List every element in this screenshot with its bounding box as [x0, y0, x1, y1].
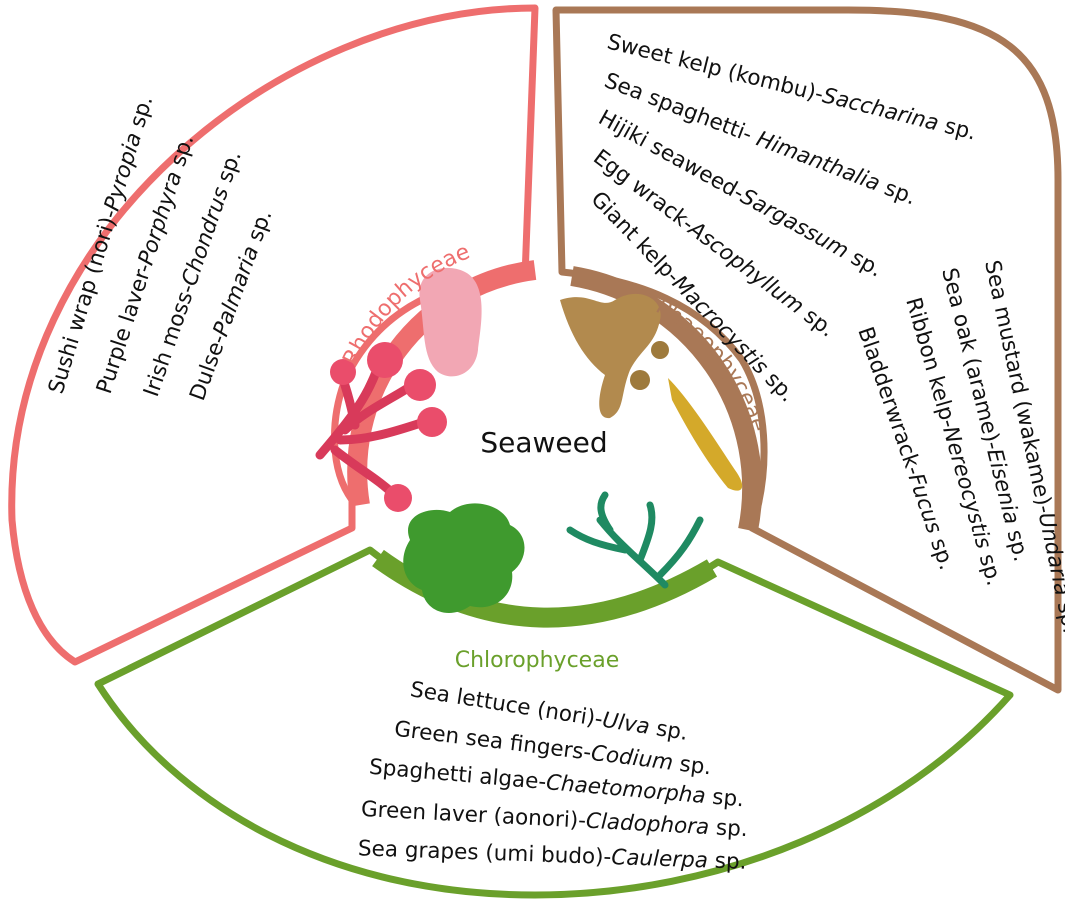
species-suffix: sp. — [123, 93, 158, 137]
brown-bladder-icon — [630, 370, 650, 390]
chlorophyceae-label: Chlorophyceae — [455, 648, 619, 673]
red-frond-icon — [417, 407, 447, 437]
brown-bladder-icon — [651, 341, 669, 359]
red-frond-icon — [367, 342, 403, 378]
center-title: Seaweed — [480, 426, 607, 459]
species-suffix: sp. — [708, 848, 747, 874]
brown-wrack-icon — [560, 294, 661, 418]
species-suffix: sp. — [704, 784, 745, 812]
red-frond-icon — [384, 484, 412, 512]
species-suffix: sp. — [671, 751, 712, 781]
red-frond-icon — [404, 369, 436, 401]
species-suffix: sp. — [709, 815, 749, 842]
species-genus: Caulerpa — [611, 845, 709, 873]
green-sea-fingers-icon — [570, 495, 700, 585]
